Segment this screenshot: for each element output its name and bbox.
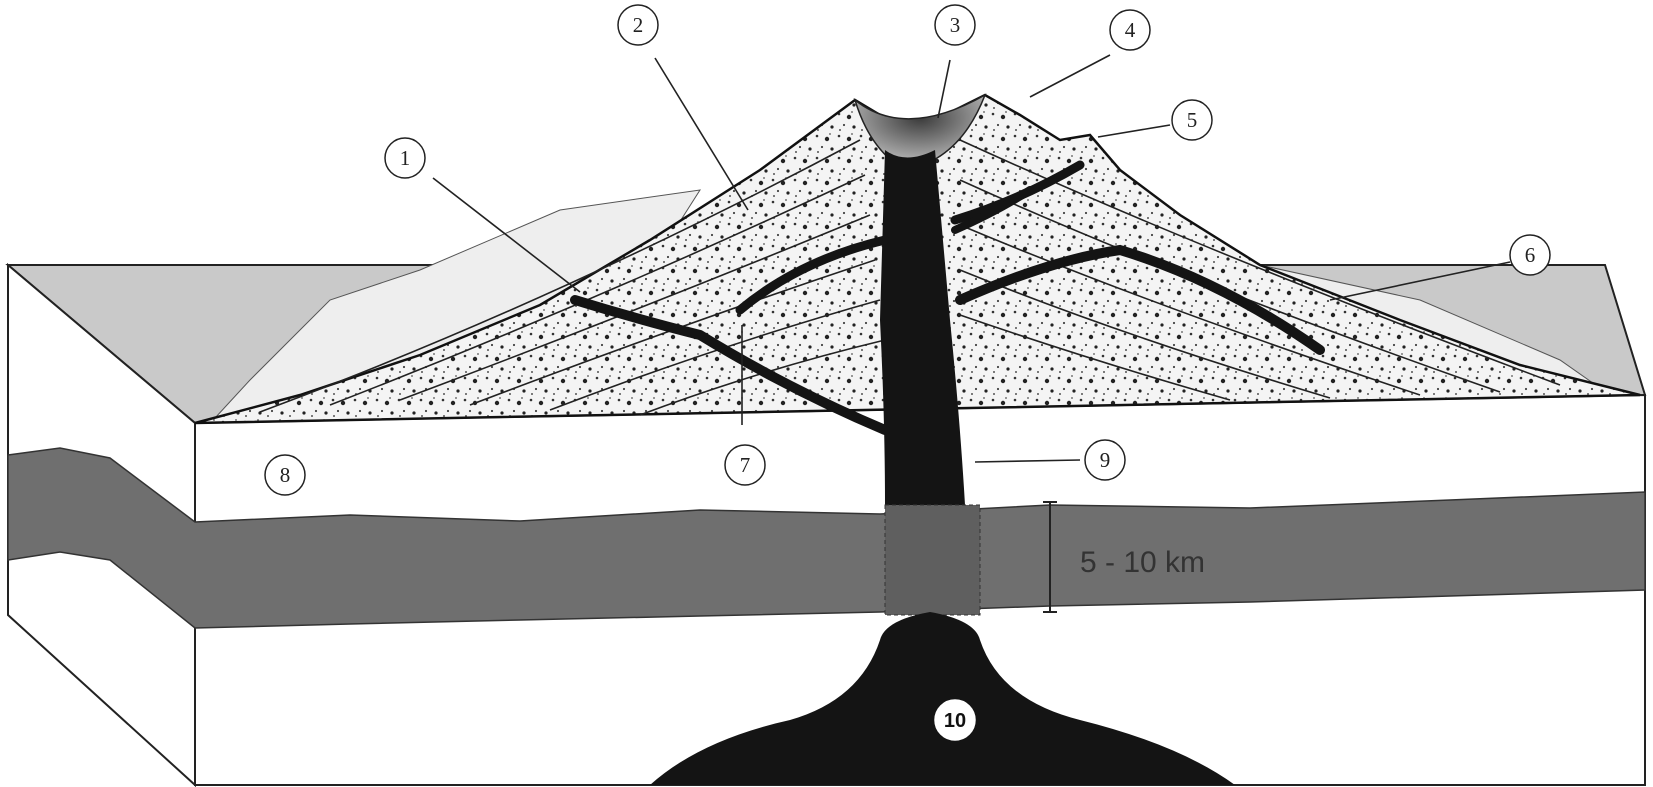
svg-text:10: 10 [944,710,966,732]
svg-text:4: 4 [1125,18,1136,42]
svg-text:7: 7 [740,453,751,477]
conduit-through-crust [885,505,980,615]
callout-6: 6 [1510,235,1550,275]
callout-9: 9 [1085,440,1125,480]
svg-text:3: 3 [950,13,961,37]
callout-2: 2 [618,5,658,45]
svg-text:2: 2 [633,13,644,37]
callout-3: 3 [935,5,975,45]
svg-text:6: 6 [1525,243,1536,267]
callout-10: 10 [935,700,975,740]
svg-text:5: 5 [1187,108,1198,132]
callout-4: 4 [1110,10,1150,50]
callout-5: 5 [1172,100,1212,140]
scale-label: 5 - 10 km [1080,546,1205,579]
svg-text:8: 8 [280,463,291,487]
callout-7: 7 [725,445,765,485]
callout-8: 8 [265,455,305,495]
callout-1: 1 [385,138,425,178]
svg-text:1: 1 [400,146,411,170]
svg-text:9: 9 [1100,448,1111,472]
